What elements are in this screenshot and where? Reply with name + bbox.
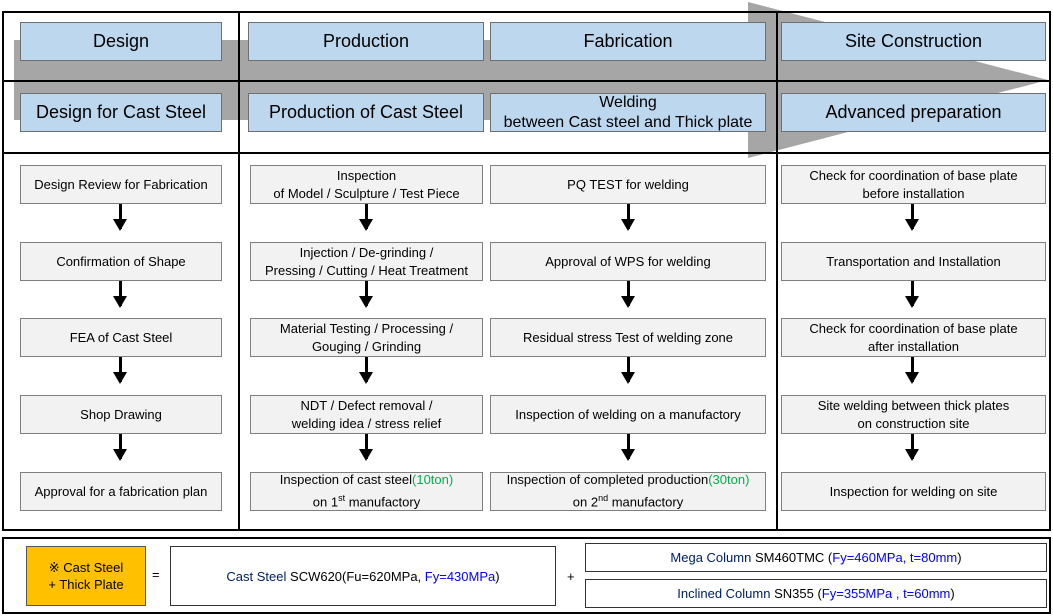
production-arrow-2	[359, 281, 373, 308]
production-step-3: Material Testing / Processing /Gouging /…	[250, 318, 483, 357]
legend-plus-sign: +	[567, 569, 575, 584]
design-step-5: Approval for a fabrication plan	[20, 472, 222, 511]
site-column-frame	[776, 11, 1051, 531]
production-step-4: NDT / Defect removal /welding idea / str…	[250, 395, 483, 434]
design-step-2: Confirmation of Shape	[20, 242, 222, 281]
design-step-3: FEA of Cast Steel	[20, 318, 222, 357]
legend-key-cast-steel-thick-plate: ※ Cast Steel + Thick Plate	[26, 546, 146, 606]
site-arrow-1	[905, 204, 919, 231]
fabrication-arrow-4	[621, 434, 635, 461]
fabrication-step-5: Inspection of completed production(30ton…	[490, 472, 766, 511]
header-fabrication: Fabrication	[490, 22, 766, 61]
design-arrow-3	[113, 357, 127, 384]
fabrication-step-2: Approval of WPS for welding	[490, 242, 766, 281]
fabrication-step-4: Inspection of welding on a manufactory	[490, 395, 766, 434]
design-step-4: Shop Drawing	[20, 395, 222, 434]
subheader-site: Advanced preparation	[781, 93, 1046, 132]
header-production: Production	[248, 22, 484, 61]
fabrication-step-3: Residual stress Test of welding zone	[490, 318, 766, 357]
site-step-2: Transportation and Installation	[781, 242, 1046, 281]
legend-inclined-column-spec: Inclined Column SN355 (Fy=355MPa , t=60m…	[585, 579, 1047, 608]
production-step-5: Inspection of cast steel(10ton) on 1st m…	[250, 472, 483, 511]
subheader-production: Production of Cast Steel	[248, 93, 484, 132]
design-step-1: Design Review for Fabrication	[20, 165, 222, 204]
production-arrow-4	[359, 434, 373, 461]
production-arrow-3	[359, 357, 373, 384]
site-step-5: Inspection for welding on site	[781, 472, 1046, 511]
divider-1	[2, 80, 1051, 82]
subheader-fabrication: Welding between Cast steel and Thick pla…	[490, 93, 766, 132]
design-arrow-4	[113, 434, 127, 461]
fabrication-arrow-2	[621, 281, 635, 308]
fabrication-arrow-1	[621, 204, 635, 231]
legend-equals-sign: =	[152, 567, 160, 582]
design-arrow-1	[113, 204, 127, 231]
fabrication-arrow-3	[621, 357, 635, 384]
divider-2	[2, 152, 1051, 154]
legend-cast-steel-spec: Cast Steel SCW620(Fu=620MPa, Fy=430MPa)	[170, 546, 556, 606]
fabrication-step-1: PQ TEST for welding	[490, 165, 766, 204]
site-arrow-4	[905, 434, 919, 461]
site-arrow-3	[905, 357, 919, 384]
production-step-2: Injection / De-grinding /Pressing / Cutt…	[250, 242, 483, 281]
legend-frame	[2, 537, 1051, 614]
subheader-design: Design for Cast Steel	[20, 93, 222, 132]
header-site-construction: Site Construction	[781, 22, 1046, 61]
header-design: Design	[20, 22, 222, 61]
legend-mega-column-spec: Mega Column SM460TMC (Fy=460MPa, t=80mm)	[585, 543, 1047, 572]
production-arrow-1	[359, 204, 373, 231]
site-arrow-2	[905, 281, 919, 308]
design-arrow-2	[113, 281, 127, 308]
